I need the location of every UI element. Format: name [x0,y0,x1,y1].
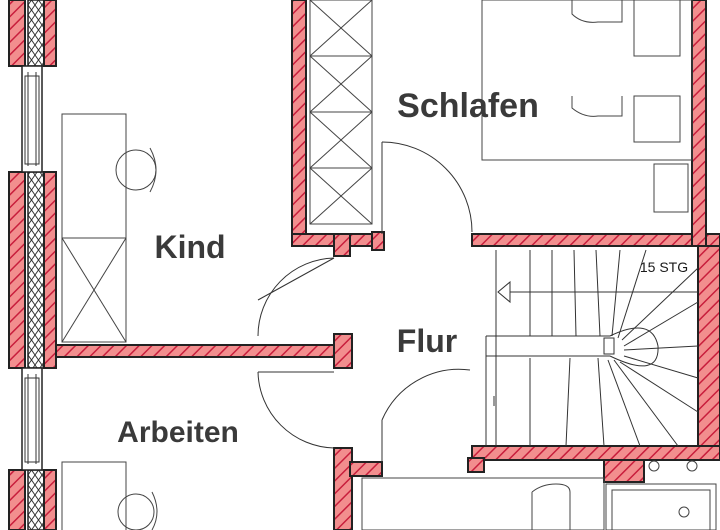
door-schlafen [381,141,473,234]
window-west-bottom [21,367,43,471]
wall-schlafen-east [691,0,707,247]
kind-wardrobe [61,113,127,343]
wall-bath-inner [603,459,645,483]
room-label-schlafen: Schlafen [397,87,539,125]
wall-kind-arbeiten [55,344,337,358]
arbeiten-desk [61,461,158,530]
door-arbeiten [257,371,335,449]
staircase [485,249,699,447]
stairs-step-count: 15 STG [640,259,688,275]
wall-post-flur-top [333,233,351,257]
room-label-arbeiten: Arbeiten [117,416,239,449]
wall-post-door-left [371,231,385,251]
door-bath [381,368,471,462]
kind-chair [115,147,157,193]
wall-stair-east [697,245,720,459]
wall-bath-top [471,445,720,461]
wall-schlafen-bottom-right [471,233,720,247]
bath-fixtures [361,460,717,530]
wall-bath-left-post [467,457,485,473]
room-label-kind: Kind [154,229,225,265]
wall-bath-west [333,447,353,530]
wall-bath-door-left [349,461,383,477]
wall-stub-kind [333,333,353,369]
door-kind [257,257,335,337]
wall-schlafen-west [291,0,307,247]
room-label-flur: Flur [397,323,457,359]
schlafen-wardrobe [309,0,373,225]
bed [481,0,693,213]
window-west-top [21,65,43,173]
